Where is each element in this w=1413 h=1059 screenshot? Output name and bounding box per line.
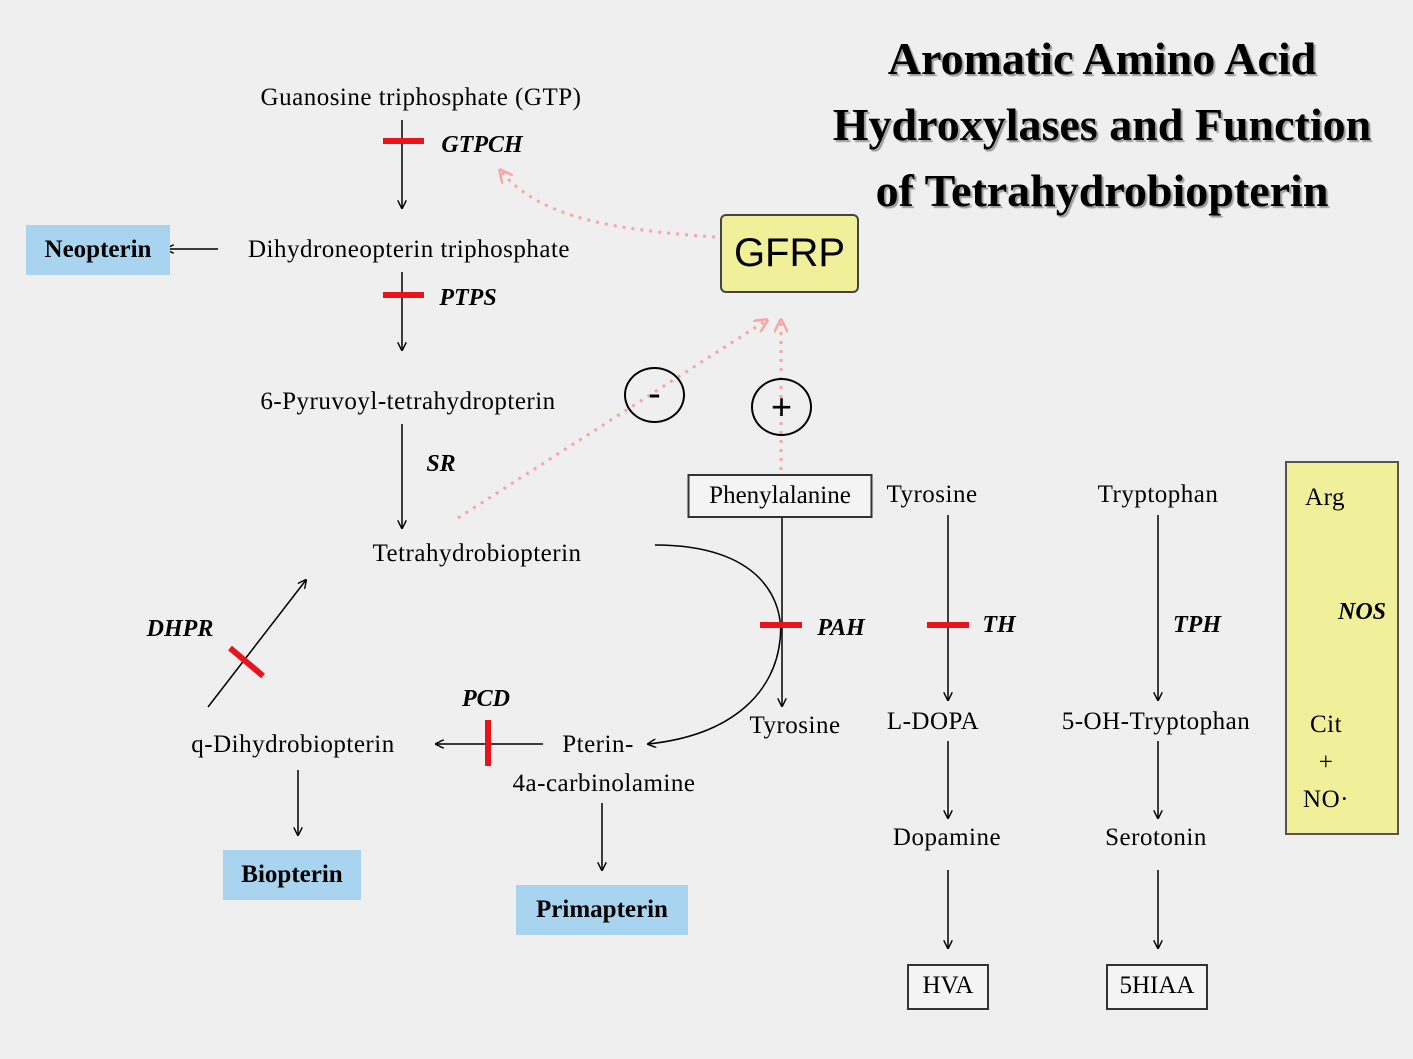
node-q-dihydrobiopterin: q-Dihydrobiopterin (191, 731, 395, 758)
enzyme-pcd: PCD (462, 686, 510, 712)
node-dihydroneopterin-triphosphate: Dihydroneopterin triphosphate (247, 236, 571, 263)
enzyme-th: TH (982, 612, 1016, 638)
node-5-oh-tryptophan: 5-OH-Tryptophan (1061, 708, 1251, 735)
title-line-2: Hydroxylases and Function (832, 99, 1372, 150)
node-tyrosine-product: Tyrosine (749, 712, 841, 739)
node-serotonin: Serotonin (1105, 824, 1207, 851)
node-gtp: Guanosine triphosphate (GTP) (260, 84, 582, 111)
node-hva: HVA (907, 964, 989, 1010)
node-l-dopa: L-DOPA (886, 708, 980, 735)
node-dopamine: Dopamine (892, 824, 1002, 851)
arrow-bh4-to-pterin-curve (648, 544, 782, 744)
enzyme-dhpr: DHPR (146, 616, 214, 642)
enzyme-tph: TPH (1173, 612, 1221, 638)
node-gfrp: GFRP (720, 214, 859, 293)
node-tetrahydrobiopterin: Tetrahydrobiopterin (372, 540, 582, 567)
negative-regulation-circle: - (624, 367, 685, 423)
node-plus: + (1318, 749, 1334, 776)
node-phenylalanine: Phenylalanine (687, 474, 873, 518)
node-pterin-line-2: 4a-carbinolamine (512, 770, 696, 797)
block-bar-dhpr (228, 645, 265, 679)
node-neopterin: Neopterin (26, 225, 170, 275)
enzyme-ptps: PTPS (439, 285, 497, 311)
node-5hiaa: 5HIAA (1106, 964, 1208, 1010)
node-biopterin: Biopterin (223, 850, 361, 900)
nos-box (1285, 461, 1399, 835)
node-tryptophan: Tryptophan (1097, 481, 1219, 508)
node-nitric-oxide: NO· (1303, 786, 1349, 813)
regulation-arrow-gfrp-to-gtpch (500, 170, 716, 239)
node-arg: Arg (1305, 484, 1345, 511)
node-primapterin: Primapterin (516, 885, 688, 935)
positive-regulation-circle: + (751, 378, 812, 436)
enzyme-nos: NOS (1337, 599, 1387, 625)
node-pyruvoyl-tetrahydropterin: 6-Pyruvoyl-tetrahydropterin (260, 388, 556, 415)
page-title: Aromatic Amino Acid Hydroxylases and Fun… (833, 26, 1371, 224)
node-pterin-line-1: Pterin- (562, 731, 634, 758)
enzyme-sr: SR (426, 451, 456, 477)
title-line-3: of Tetrahydrobiopterin (875, 165, 1329, 216)
enzyme-pah: PAH (817, 615, 865, 641)
enzyme-gtpch: GTPCH (441, 132, 523, 158)
title-line-1: Aromatic Amino Acid (887, 33, 1317, 84)
node-cit: Cit (1309, 711, 1343, 738)
node-tyrosine: Tyrosine (886, 481, 978, 508)
arrow-qdhb-to-bh4 (207, 580, 306, 708)
